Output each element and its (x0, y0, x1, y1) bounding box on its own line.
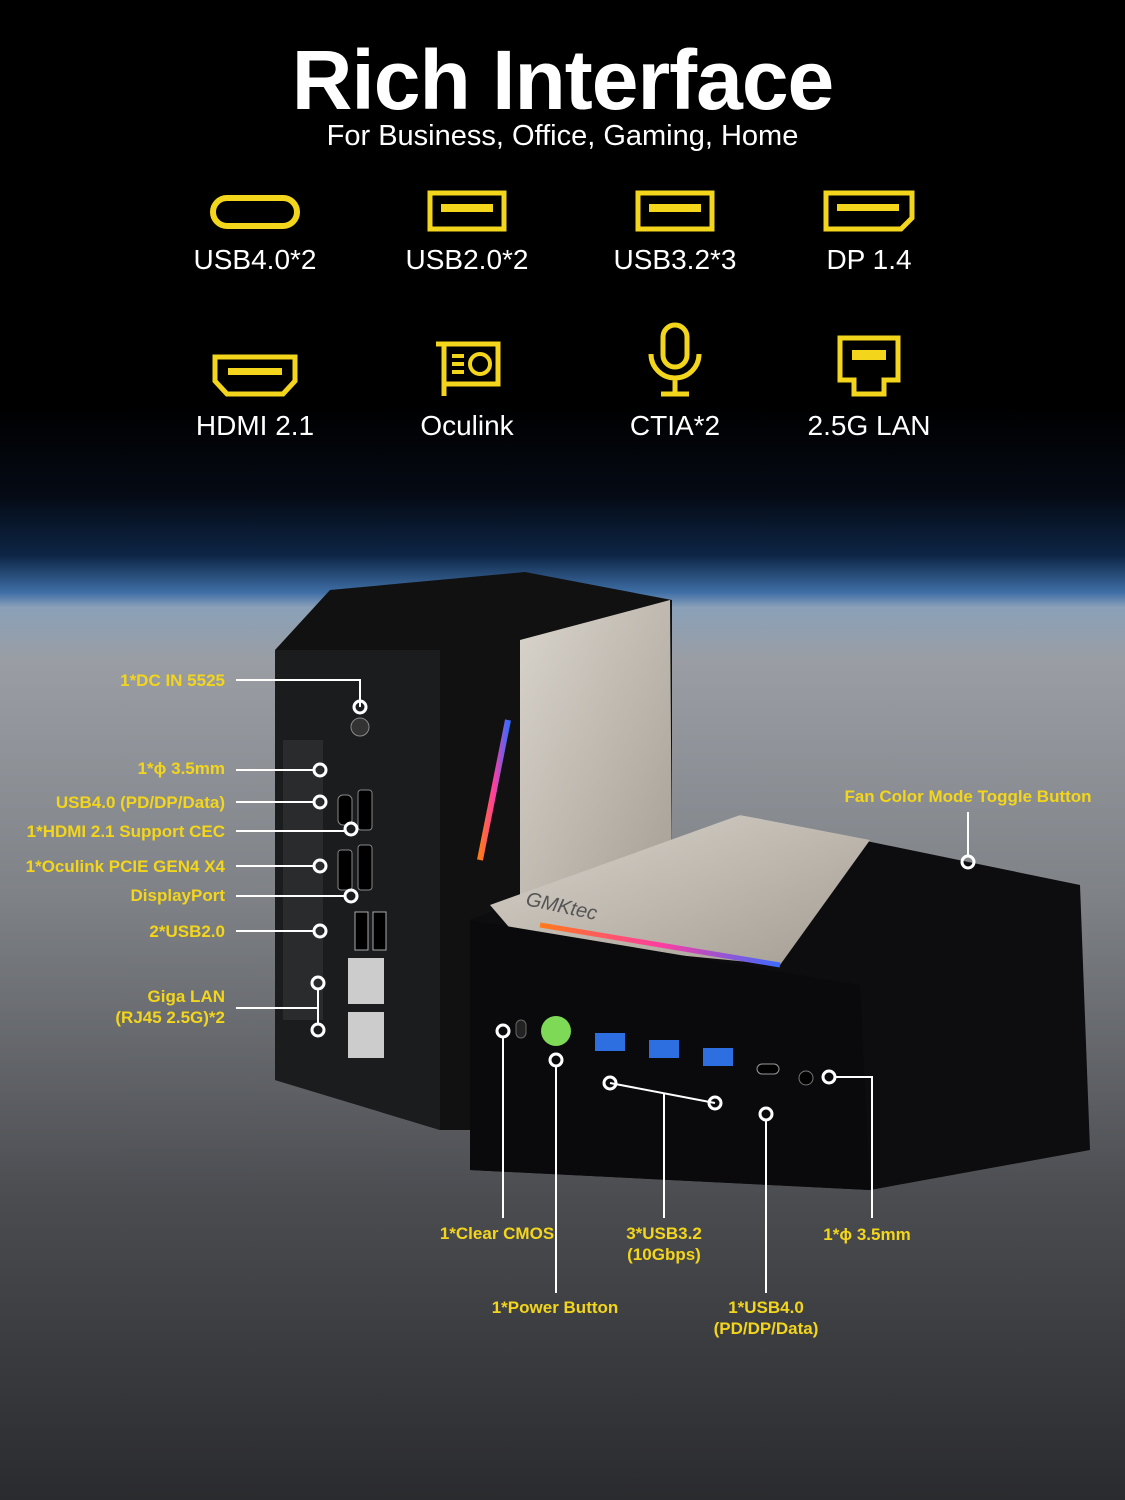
oculink-card-icon (436, 341, 501, 396)
callout-power-button: 1*Power Button (491, 1298, 619, 1317)
hdmi-port-icon (212, 354, 298, 397)
callout-usb4-front: 1*USB4.0 (PD/DP/Data) (714, 1297, 819, 1339)
callout-audio-rear: 1*ɸ 3.5mm (137, 759, 225, 778)
feature-lan: 2.5G LAN (769, 334, 969, 442)
callout-clear-cmos: 1*Clear CMOS (439, 1224, 555, 1243)
displayport-icon (823, 190, 915, 232)
callout-usb4-line2: (PD/DP/Data) (713, 1319, 819, 1338)
callout-lan-line1: Giga LAN (147, 987, 225, 1006)
feature-label: USB3.2*3 (613, 244, 737, 275)
page-subtitle: For Business, Office, Gaming, Home (326, 120, 799, 152)
feature-label: USB2.0*2 (405, 244, 529, 275)
feature-ctia: CTIA*2 (575, 322, 775, 442)
callout-usb32-line2: (10Gbps) (627, 1245, 701, 1264)
usb-a-port-icon (427, 190, 507, 232)
callout-usb4-line1: 1*USB4.0 (728, 1298, 804, 1317)
callout-dc-in: 1*DC IN 5525 (120, 671, 225, 690)
feature-label: DP 1.4 (826, 244, 912, 275)
usb-a-port-icon (635, 190, 715, 232)
callout-usb32: 3*USB3.2 (10Gbps) (626, 1223, 702, 1265)
lan-port-icon (837, 335, 901, 397)
feature-label: HDMI 2.1 (195, 410, 315, 441)
rear-unit (275, 572, 672, 1130)
feature-oculink: Oculink (367, 340, 567, 442)
usb-c-port-icon (210, 195, 300, 229)
callout-markers (310, 699, 976, 1122)
feature-usb2: USB2.0*2 (367, 190, 567, 276)
callout-displayport: DisplayPort (130, 886, 225, 905)
callout-usb2: 2*USB2.0 (149, 922, 225, 941)
feature-label: USB4.0*2 (193, 244, 317, 275)
callout-lan: Giga LAN (RJ45 2.5G)*2 (115, 986, 225, 1028)
callout-usb32-line1: 3*USB3.2 (626, 1224, 702, 1243)
microphone-icon (648, 322, 702, 397)
callout-fan-toggle: Fan Color Mode Toggle Button (844, 787, 1092, 806)
feature-hdmi: HDMI 2.1 (155, 354, 355, 442)
page-title: Rich Interface (291, 33, 835, 127)
callout-lan-line2: (RJ45 2.5G)*2 (115, 1008, 225, 1027)
feature-label: 2.5G LAN (807, 410, 931, 441)
callout-audio-front: 1*ɸ 3.5mm (823, 1225, 911, 1244)
callout-hdmi: 1*HDMI 2.1 Support CEC (26, 822, 225, 841)
callout-oculink: 1*Oculink PCIE GEN4 X4 (25, 857, 225, 876)
feature-dp: DP 1.4 (769, 190, 969, 276)
callout-usb4-rear: USB4.0 (PD/DP/Data) (55, 793, 225, 812)
front-unit: GMKtec (470, 815, 1090, 1190)
callout-lines (236, 679, 969, 1293)
feature-label: Oculink (420, 410, 514, 441)
feature-usb4: USB4.0*2 (155, 192, 355, 276)
feature-usb32: USB3.2*3 (575, 190, 775, 276)
feature-label: CTIA*2 (629, 410, 721, 441)
